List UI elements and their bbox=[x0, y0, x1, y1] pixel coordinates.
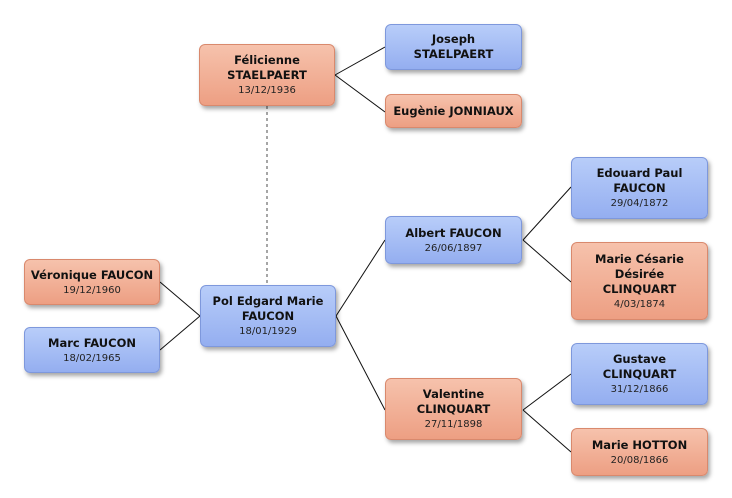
person-surname: FAUCON bbox=[613, 181, 666, 195]
person-card-marie-cesarie[interactable]: Marie Césarie Désirée CLINQUART 4/03/187… bbox=[571, 242, 708, 320]
person-date: 29/04/1872 bbox=[610, 198, 669, 209]
person-surname: CLINQUART bbox=[416, 402, 491, 416]
person-card-albert[interactable]: Albert FAUCON 26/06/1897 bbox=[385, 216, 522, 264]
person-card-joseph[interactable]: Joseph STAELPAERT bbox=[385, 24, 522, 70]
person-date: 20/08/1866 bbox=[610, 454, 669, 466]
person-surname: CLINQUART bbox=[602, 367, 677, 381]
person-name: Eugènie JONNIAUX bbox=[393, 103, 514, 118]
person-surname: STAELPAERT bbox=[413, 47, 494, 61]
person-name: Marc FAUCON bbox=[48, 335, 136, 350]
person-name: Marie HOTTON bbox=[591, 437, 688, 452]
person-name: Gustave bbox=[612, 352, 667, 366]
person-card-eugenie[interactable]: Eugènie JONNIAUX bbox=[385, 94, 522, 128]
connector-albert-parents bbox=[522, 186, 572, 283]
person-date: 18/02/1965 bbox=[63, 352, 121, 364]
person-name-2: Désirée bbox=[614, 266, 665, 281]
person-name: Pol Edgard Marie bbox=[212, 294, 324, 308]
connector-pol-parents bbox=[335, 239, 386, 411]
person-name: Albert FAUCON bbox=[405, 225, 502, 240]
person-name: Félicienne bbox=[234, 53, 300, 67]
person-name: Véronique FAUCON bbox=[30, 267, 154, 282]
person-name: Joseph bbox=[431, 32, 476, 46]
person-card-edouard[interactable]: Edouard Paul FAUCON 29/04/1872 bbox=[571, 157, 708, 219]
person-date: 18/01/1929 bbox=[239, 326, 297, 337]
person-surname: FAUCON bbox=[241, 309, 295, 323]
person-date: 31/12/1866 bbox=[610, 384, 669, 395]
person-date: 26/06/1897 bbox=[424, 242, 483, 254]
person-name: Edouard Paul bbox=[596, 166, 683, 180]
person-surname: CLINQUART bbox=[602, 281, 677, 296]
person-date: 13/12/1936 bbox=[238, 85, 296, 96]
person-surname: STAELPAERT bbox=[227, 68, 307, 82]
person-card-marc[interactable]: Marc FAUCON 18/02/1965 bbox=[24, 327, 160, 373]
person-date: 19/12/1960 bbox=[63, 284, 121, 296]
person-card-valentine[interactable]: Valentine CLINQUART 27/11/1898 bbox=[385, 378, 522, 440]
person-date: 4/03/1874 bbox=[613, 298, 666, 310]
person-card-marie-hotton[interactable]: Marie HOTTON 20/08/1866 bbox=[571, 428, 708, 476]
person-name: Valentine bbox=[422, 387, 485, 401]
person-card-veronique[interactable]: Véronique FAUCON 19/12/1960 bbox=[24, 259, 160, 305]
connector-valentine-parents bbox=[522, 373, 572, 453]
person-card-pol[interactable]: Pol Edgard Marie FAUCON 18/01/1929 bbox=[200, 285, 336, 347]
person-date: 27/11/1898 bbox=[424, 419, 483, 430]
person-card-gustave[interactable]: Gustave CLINQUART 31/12/1866 bbox=[571, 343, 708, 405]
person-card-felicienne[interactable]: Félicienne STAELPAERT 13/12/1936 bbox=[199, 44, 335, 106]
connector-felicienne-parents bbox=[334, 46, 386, 113]
connector-children-pol bbox=[159, 281, 201, 351]
person-name: Marie Césarie bbox=[595, 251, 684, 266]
